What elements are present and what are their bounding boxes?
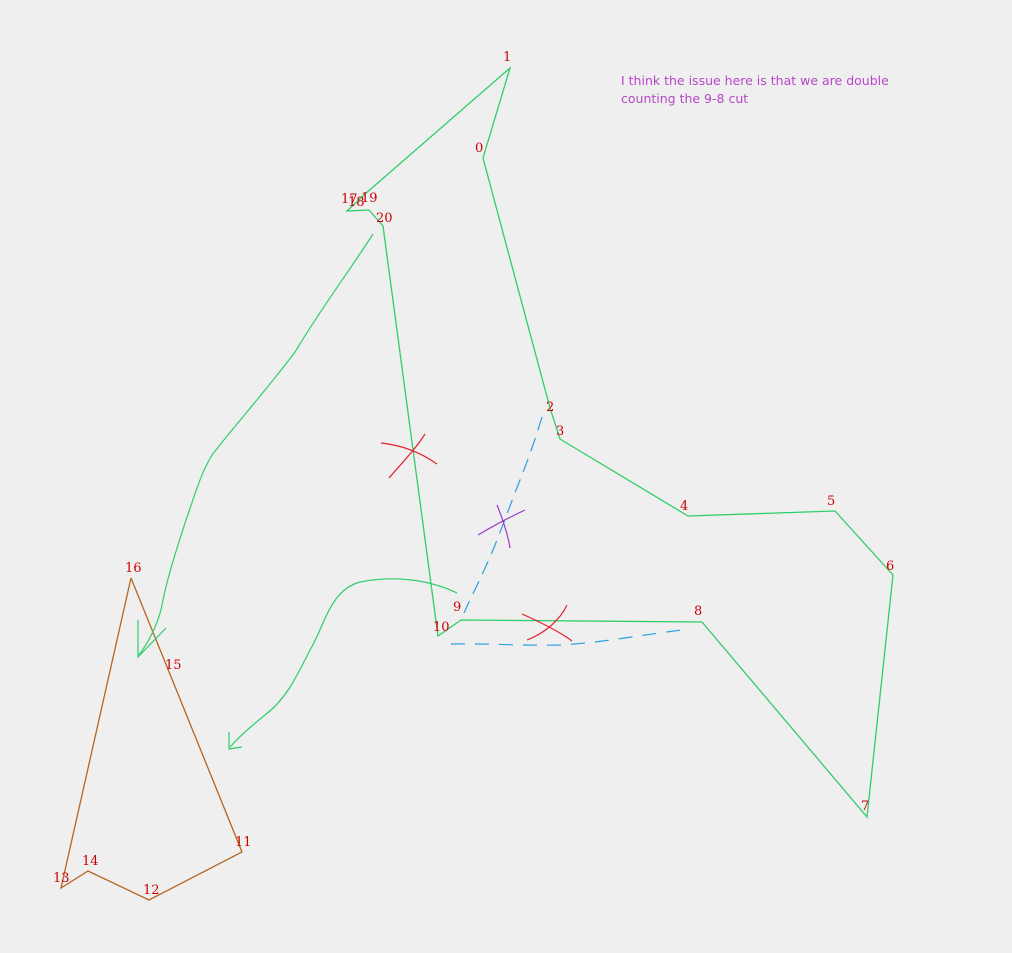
- blue-dashes-10-8: [450, 628, 691, 646]
- vertex-label: 17: [341, 192, 358, 207]
- vertex-label: 14: [82, 854, 99, 869]
- vertex-label: 9: [453, 600, 461, 615]
- vertex-label: 4: [680, 499, 688, 514]
- vertex-label: 0: [475, 141, 483, 156]
- green-arrow-from-9: [229, 578, 458, 748]
- vertex-label: 5: [827, 494, 835, 509]
- vertex-labels: 0 1 2 3 4 5 6 7 8 9 10 11 12 13 14 15 16…: [53, 50, 894, 898]
- vertex-label: 8: [694, 604, 702, 619]
- vertex-label: 2: [546, 400, 554, 415]
- green-arrow-to-15: [138, 233, 374, 656]
- green-arrowhead-9: [228, 732, 243, 750]
- vertex-label: 1: [503, 50, 511, 65]
- green-arrowhead-15: [137, 620, 167, 659]
- vertex-label: 19: [361, 191, 378, 206]
- vertex-label: 10: [433, 620, 450, 635]
- vertex-label: 16: [125, 561, 142, 576]
- vertex-label: 7: [861, 799, 869, 814]
- brown-path: [60, 577, 243, 901]
- vertex-label: 13: [53, 871, 70, 886]
- red-cross-upper: [380, 433, 438, 479]
- red-cross-lower: [521, 604, 573, 642]
- green-path: [345, 66, 894, 819]
- vertex-label: 6: [886, 559, 894, 574]
- annotation-note-line: I think the issue here is that we are do…: [621, 73, 889, 88]
- vertex-label: 18: [348, 195, 365, 210]
- vertex-label: 3: [556, 424, 564, 439]
- vertex-label: 20: [376, 211, 393, 226]
- annotation-note-line: counting the 9-8 cut: [621, 91, 749, 106]
- vertex-label: 12: [143, 883, 160, 898]
- vertex-label: 15: [165, 658, 182, 673]
- purple-cross: [477, 504, 526, 549]
- vertex-label: 11: [235, 835, 252, 850]
- annotation-note: I think the issue here is that we are do…: [621, 72, 911, 108]
- blue-dashes-2-9: [463, 416, 543, 614]
